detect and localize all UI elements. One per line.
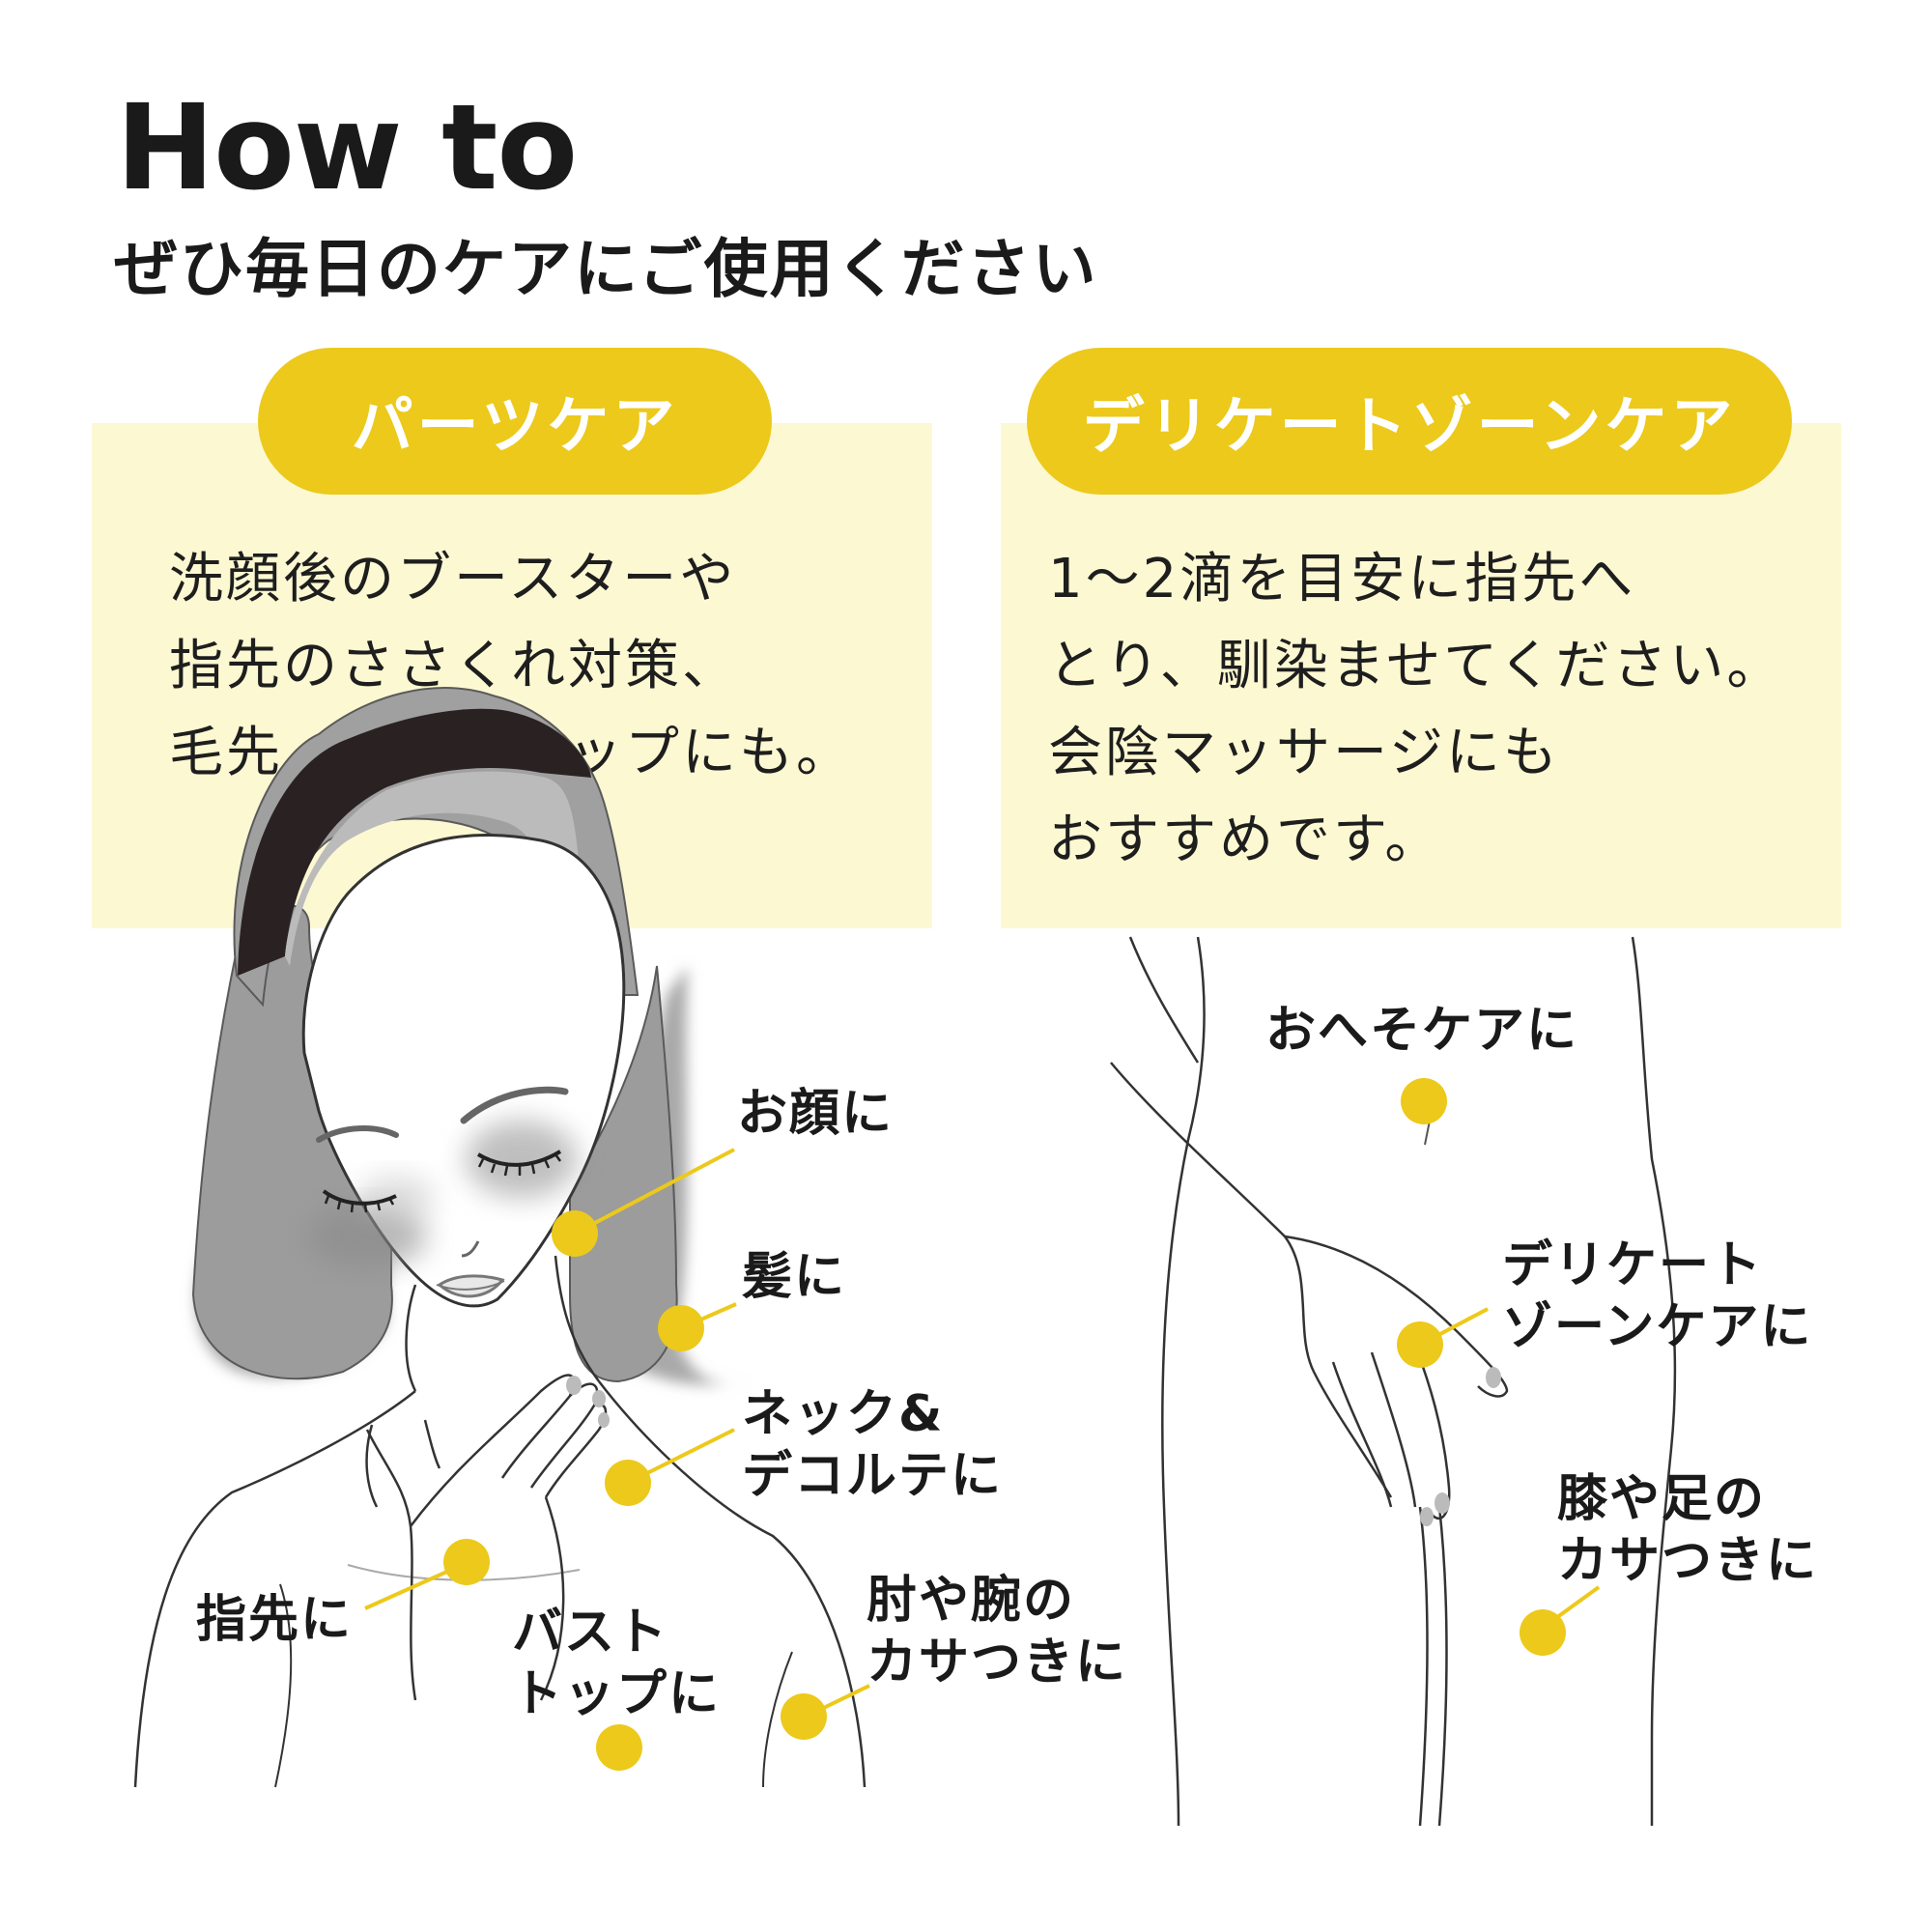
description-line: 指先のささくれ対策、 <box>169 635 739 697</box>
label-fingertips: 指先に <box>196 1591 354 1649</box>
label-line: デリケート <box>1502 1236 1764 1294</box>
label-bust: バスト トップに <box>512 1602 721 1725</box>
label-neck: ネック& デコルテに <box>742 1383 1003 1507</box>
page-title: How to <box>116 79 578 216</box>
bust-dot <box>596 1724 642 1771</box>
label-line: 肘や腕の <box>867 1572 1076 1630</box>
elbow-dot <box>781 1693 827 1740</box>
label-line: ゾーンケアに <box>1502 1298 1813 1356</box>
description-line: 1〜2滴を目安に指先へ <box>1048 548 1636 611</box>
description-line: おすすめです。 <box>1048 809 1442 871</box>
description-line: 会陰マッサージにも <box>1048 722 1560 784</box>
navel-dot <box>1401 1078 1447 1124</box>
label-face: お顔に <box>737 1085 895 1143</box>
label-line: デコルテに <box>742 1447 1004 1505</box>
label-knee: 膝や足の カサつきに <box>1557 1468 1818 1592</box>
description-line: とり、馴染ませてください。 <box>1048 635 1784 697</box>
delicate-care-heading: デリケートゾーンケア <box>1027 348 1792 495</box>
delicate-care-panel <box>1001 423 1841 928</box>
knee-dot <box>1520 1609 1566 1656</box>
description-line: 洗顔後のブースターや <box>169 548 737 611</box>
hair-dot <box>658 1305 704 1351</box>
neck-dot <box>605 1460 651 1506</box>
label-delicate: デリケート ゾーンケアに <box>1502 1235 1812 1358</box>
page-subtitle: ぜひ毎日のケアにご使用ください <box>114 232 1098 306</box>
label-hair: 髪に <box>742 1248 847 1306</box>
parts-care-description: 洗顔後のブースターや 指先のささくれ対策、 毛先、バストトップにも。 <box>169 536 853 797</box>
label-elbow: 肘や腕の カサつきに <box>867 1570 1127 1693</box>
body-illustration <box>1110 936 1677 1827</box>
delicate-care-description: 1〜2滴を目安に指先へ とり、馴染ませてください。 会陰マッサージにも おすすめ… <box>1048 536 1783 884</box>
label-line: 膝や足の <box>1557 1470 1767 1528</box>
face-dot <box>552 1210 598 1257</box>
label-line: トップに <box>512 1665 722 1723</box>
label-line: ネック& <box>742 1385 945 1443</box>
delicate-dot <box>1397 1321 1443 1368</box>
parts-care-heading: パーツケア <box>258 348 772 495</box>
label-line: カサつきに <box>1557 1532 1819 1590</box>
label-line: カサつきに <box>867 1634 1128 1691</box>
fingertip-dot <box>443 1539 490 1585</box>
label-line: バスト <box>512 1604 669 1662</box>
label-navel: おへそケアに <box>1265 1002 1579 1060</box>
woman-illustration <box>133 687 867 1788</box>
